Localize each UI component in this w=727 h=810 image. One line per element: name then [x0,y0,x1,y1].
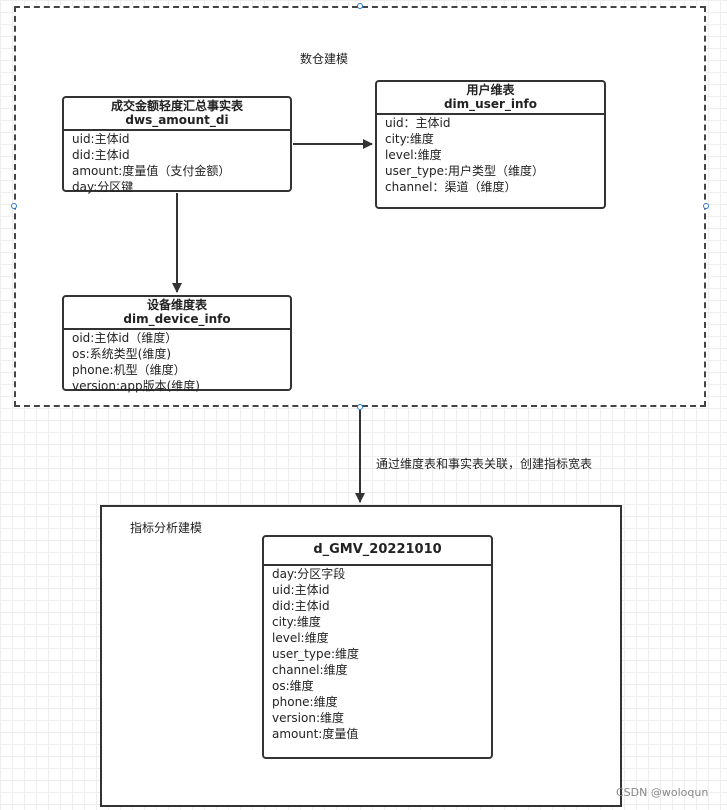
field-row: uid:主体id [72,132,130,146]
field-row: city:维度 [272,615,321,629]
field-row: day:分区字段 [272,567,346,581]
fact-table-name-en: dws_amount_di [125,113,229,127]
user-dim-table[interactable]: 用户维表 dim_user_info uid：主体id city:维度 leve… [375,80,606,209]
field-row: uid：主体id [385,116,451,130]
field-row: uid:主体id [272,583,330,597]
field-row: did:主体id [272,599,330,613]
gmv-table-name: d_GMV_20221010 [313,542,442,557]
field-row: did:主体id [72,148,130,162]
gmv-table[interactable]: d_GMV_20221010 day:分区字段 uid:主体id did:主体i… [262,535,493,759]
field-row: version:维度 [272,711,344,725]
field-row: oid:主体id（维度） [72,331,178,345]
field-row: amount:度量值（支付金额） [72,164,231,178]
gmv-table-fields: day:分区字段 uid:主体id did:主体id city:维度 level… [264,566,491,742]
field-row: os:维度 [272,679,314,693]
left-resize-handle[interactable] [11,203,17,209]
right-resize-handle[interactable] [703,203,709,209]
user-table-name-en: dim_user_info [443,97,538,111]
field-row: channel:维度 [272,663,348,677]
field-row: user_type:维度 [272,647,360,661]
device-table-fields: oid:主体id（维度） os:系统类型(维度) phone:机型（维度） ve… [64,330,290,394]
user-table-name-cn: 用户维表 [466,83,515,97]
field-row: version:app版本(维度) [72,379,200,393]
fact-table-name-cn: 成交金额轻度汇总事实表 [110,99,243,113]
gmv-table-header: d_GMV_20221010 [264,537,491,566]
field-row: user_type:用户类型（维度） [385,164,545,178]
fact-table[interactable]: 成交金额轻度汇总事实表 dws_amount_di uid:主体id did:主… [62,96,292,195]
fact-table-header: 成交金额轻度汇总事实表 dws_amount_di [64,98,290,131]
device-table-name-en: dim_device_info [123,312,231,326]
bottom-resize-handle[interactable] [357,404,363,410]
user-table-header: 用户维表 dim_user_info [377,82,604,115]
field-row: level:维度 [272,631,329,645]
device-table-name-cn: 设备维度表 [146,298,207,312]
fact-table-fields: uid:主体id did:主体id amount:度量值（支付金额） day:分… [64,131,290,195]
top-resize-handle[interactable] [357,3,363,9]
field-row: os:系统类型(维度) [72,347,172,361]
field-row: phone:维度 [272,695,338,709]
connector-label: 通过维度表和事实表关联，创建指标宽表 [376,457,593,471]
device-dim-table[interactable]: 设备维度表 dim_device_info oid:主体id（维度） os:系统… [62,295,292,394]
field-row: level:维度 [385,148,442,162]
user-table-fields: uid：主体id city:维度 level:维度 user_type:用户类型… [377,115,604,195]
field-row: phone:机型（维度） [72,363,186,377]
field-row: day:分区键 [72,180,134,194]
field-row: channel：渠道（维度） [385,180,517,194]
field-row: city:维度 [385,132,434,146]
field-row: amount:度量值 [272,727,359,741]
device-table-header: 设备维度表 dim_device_info [64,297,290,330]
analysis-title: 指标分析建模 [130,521,203,535]
watermark: CSDN @woloqun [616,786,709,799]
warehouse-title: 数仓建模 [300,52,349,66]
